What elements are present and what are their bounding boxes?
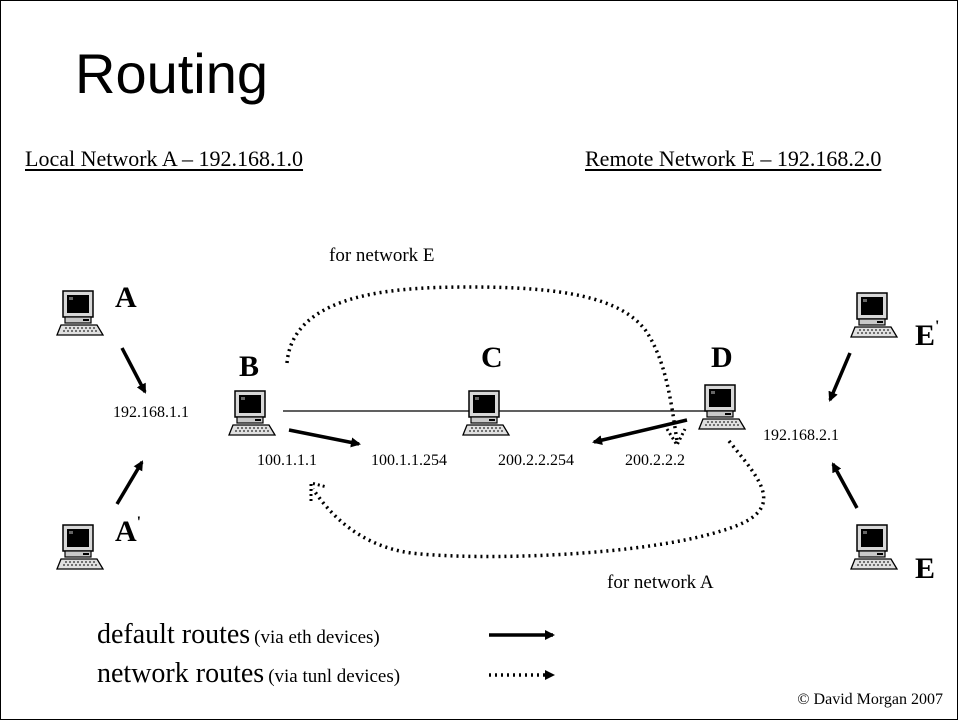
default-route-arrow-b [288,428,361,448]
address-d-lan: 192.168.2.1 [763,427,839,444]
default-route-arrow-a [120,347,147,394]
local-network-label: Local Network A – 192.168.1.0 [25,146,304,171]
legend-network-routes: network routes (via tunl devices) [97,658,400,690]
copyright-notice: © David Morgan 2007 [797,691,943,708]
legend-network-main: network routes [97,658,265,689]
legend-network-sub: (via tunl devices) [268,666,401,687]
computer-icon-c [462,390,510,436]
node-label-b: B [239,350,260,383]
default-route-arrow-e-prime [828,352,852,402]
address-d-wan: 200.2.2.2 [625,452,685,469]
network-route-for-e-head [665,428,687,449]
node-label-c: C [481,341,503,374]
computer-icon-e [850,524,898,570]
caption-for-network-e: for network E [329,245,435,266]
computer-icon-e-prime [850,292,898,338]
slide-title: Routing [75,42,269,105]
node-label-d: D [711,341,733,374]
computer-icon-a-prime [56,524,104,570]
network-route-for-e [285,285,679,442]
legend-default-main: default routes [97,619,251,650]
computer-icon-b [228,390,276,436]
node-label-a: A [115,281,137,314]
computer-icon-a [56,290,104,336]
address-c-left: 100.1.1.254 [371,452,447,469]
network-route-for-a [311,439,766,559]
legend-default-routes: default routes (via eth devices) [97,619,380,651]
default-route-arrow-a-prime [115,460,144,505]
node-label-e-prime: E' [915,318,940,352]
network-route-for-a-head [309,481,328,501]
default-route-arrow-e [831,462,859,509]
node-label-a-prime: A' [115,514,142,548]
address-b-wan: 100.1.1.1 [257,452,317,469]
remote-network-label: Remote Network E – 192.168.2.0 [585,146,882,171]
caption-for-network-a: for network A [607,572,714,593]
computer-icon-d [698,384,746,430]
default-route-arrow-d [592,418,688,446]
node-label-e: E [915,552,936,585]
address-c-right: 200.2.2.254 [498,452,574,469]
address-b-lan: 192.168.1.1 [113,404,189,421]
legend-default-sub: (via eth devices) [254,627,380,648]
